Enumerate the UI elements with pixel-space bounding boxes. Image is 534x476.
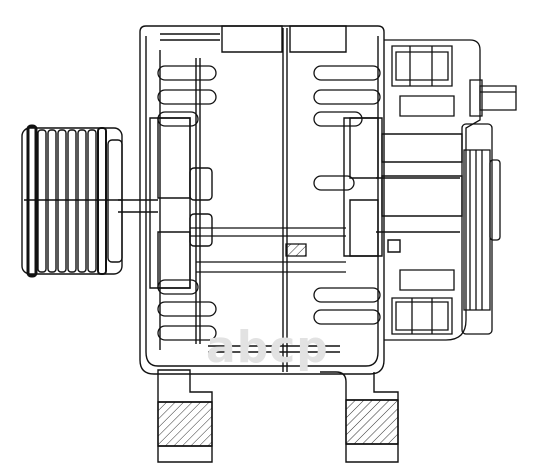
shaft [190, 228, 346, 272]
left-vent-slots [158, 66, 216, 340]
watermark-logo: abcp [206, 322, 329, 373]
right-vent-slots [314, 66, 380, 324]
right-mount-block [344, 118, 462, 256]
rear-cover [462, 124, 500, 334]
left-mount-block [118, 118, 212, 288]
regulator-housing [384, 40, 480, 340]
terminal-post [470, 80, 516, 116]
left-mount-foot [158, 370, 212, 462]
pulley [22, 126, 122, 276]
housing [140, 26, 384, 374]
right-mount-foot [320, 372, 398, 462]
